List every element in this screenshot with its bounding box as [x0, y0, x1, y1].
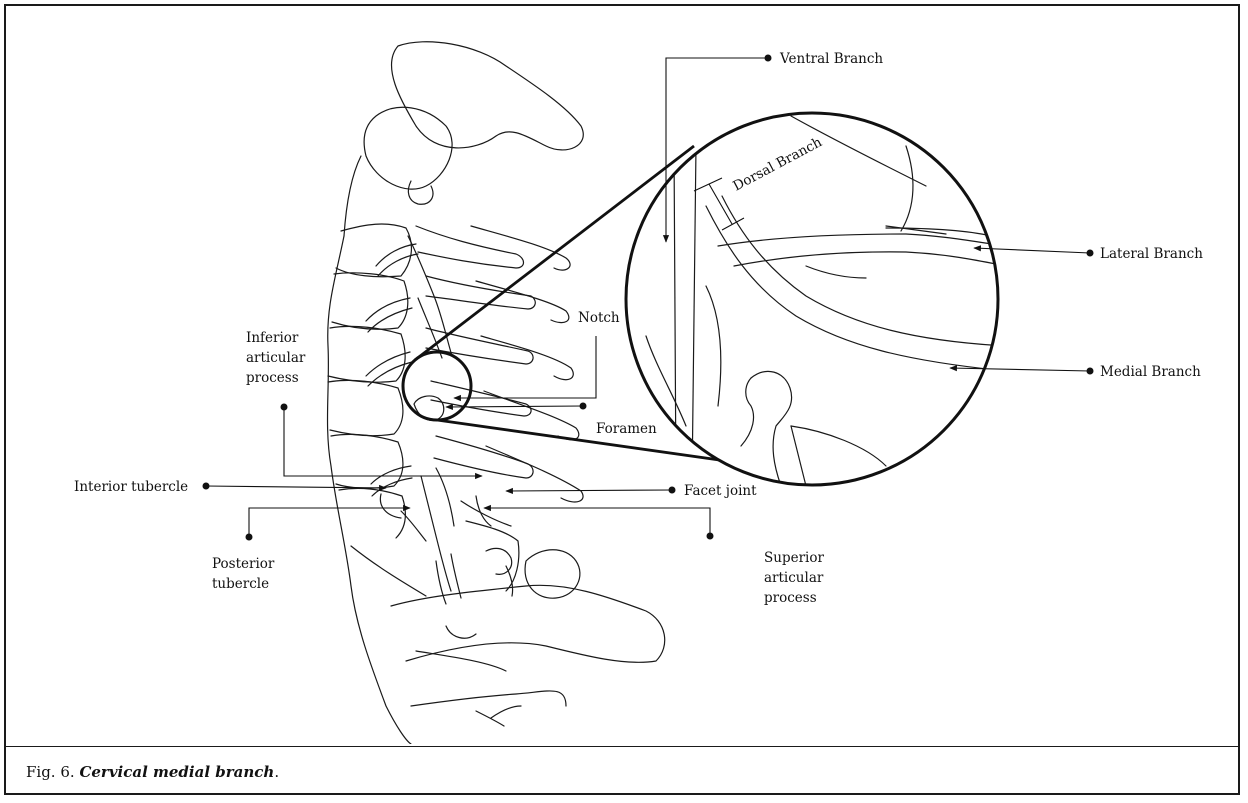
- label-ventral-branch: Ventral Branch: [779, 51, 883, 67]
- zoom-inset: [626, 113, 1006, 486]
- figure-caption: Fig. 6. Cervical medial branch.: [26, 763, 279, 781]
- label-superior-articular-process-1: Superior: [764, 550, 824, 566]
- caption-bar: Fig. 6. Cervical medial branch.: [6, 746, 1238, 793]
- caption-prefix: Fig. 6.: [26, 763, 75, 781]
- label-inferior-articular-process-2: articular: [246, 350, 306, 366]
- figure-frame: Ventral Branch Dorsal Branch Lateral Bra…: [4, 4, 1240, 795]
- label-posterior-tubercle-1: Posterior: [212, 556, 275, 572]
- label-facet-joint: Facet joint: [684, 483, 757, 499]
- cervical-spine-diagram: Ventral Branch Dorsal Branch Lateral Bra…: [6, 6, 1238, 744]
- label-notch: Notch: [578, 310, 620, 326]
- label-inferior-articular-process-3: process: [246, 370, 299, 386]
- label-lateral-branch: Lateral Branch: [1100, 246, 1203, 262]
- caption-title: Cervical medial branch: [79, 763, 274, 781]
- label-interior-tubercle: Interior tubercle: [74, 479, 188, 495]
- label-foramen: Foramen: [596, 421, 657, 437]
- label-superior-articular-process-2: articular: [764, 570, 824, 586]
- label-medial-branch: Medial Branch: [1100, 364, 1201, 380]
- label-posterior-tubercle-2: tubercle: [212, 576, 269, 592]
- label-inferior-articular-process-1: Inferior: [246, 330, 299, 346]
- label-superior-articular-process-3: process: [764, 590, 817, 606]
- caption-suffix: .: [274, 763, 279, 781]
